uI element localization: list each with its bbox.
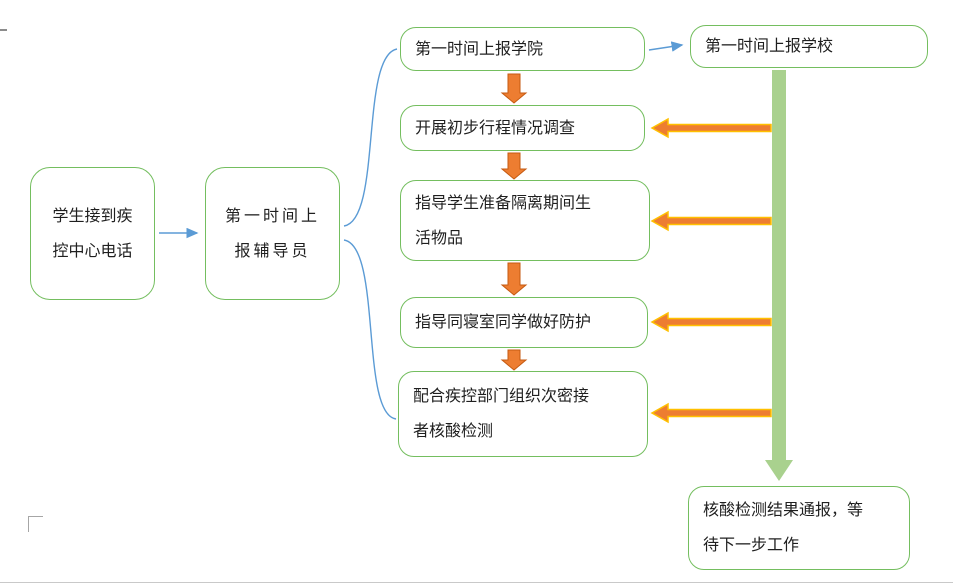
arrow-down-invest-to-supplies	[500, 152, 528, 180]
arrow-left-to-roommates	[650, 311, 772, 333]
arrow-college-to-school	[648, 41, 684, 52]
node-text-line: 核酸检测结果通报，等	[703, 502, 864, 519]
node-text-line: 指导同寝室同学做好防护	[415, 314, 592, 331]
text-boundary-corner-mark	[28, 516, 29, 532]
node-report-counselor: 第一时间上 报辅导员	[205, 167, 340, 300]
node-secondary-contact-testing: 配合疾控部门组织次密接 者核酸检测	[398, 371, 648, 457]
node-text-line: 控中心电话	[52, 242, 133, 260]
node-report-school: 第一时间上报学校	[690, 25, 928, 68]
arrow-left-to-supplies	[650, 210, 772, 232]
text-boundary-corner-mark	[28, 516, 43, 517]
node-text-line: 活物品	[415, 229, 464, 247]
node-student-receives-call: 学生接到疾 控中心电话	[30, 167, 155, 300]
node-text-line: 第一时间上报学院	[415, 40, 544, 58]
node-roommate-protection: 指导同寝室同学做好防护	[400, 297, 648, 348]
node-text-line: 学生接到疾	[52, 207, 133, 225]
arrow-down-college-to-invest	[500, 73, 528, 104]
page-edge-line	[0, 582, 953, 583]
connector-counselor-to-testing	[343, 239, 397, 420]
node-text-line: 第一时间上	[224, 207, 320, 225]
node-text-line: 配合疾控部门组织次密接	[413, 388, 590, 405]
node-text-line: 第一时间上报学校	[705, 38, 834, 55]
node-text-line: 者核酸检测	[413, 423, 494, 440]
node-test-result-notice: 核酸检测结果通报，等 待下一步工作	[688, 486, 910, 570]
node-quarantine-supplies: 指导学生准备隔离期间生 活物品	[400, 180, 650, 261]
page-margin-tick	[0, 29, 7, 31]
node-itinerary-investigation: 开展初步行程情况调查	[400, 105, 645, 151]
node-text-line: 待下一步工作	[703, 537, 800, 554]
node-report-college: 第一时间上报学院	[400, 27, 645, 71]
node-text-line: 指导学生准备隔离期间生	[415, 194, 592, 212]
node-text-line: 报辅导员	[234, 242, 311, 260]
arrow-down-supplies-to-roommates	[500, 262, 528, 296]
connector-counselor-to-college	[343, 48, 398, 227]
arrow-left-to-testing	[650, 402, 772, 424]
arrow-green-school-to-result	[765, 70, 793, 481]
node-text-line: 开展初步行程情况调查	[415, 119, 576, 137]
arrow-left-to-invest	[650, 117, 772, 139]
arrow-down-roommates-to-testing	[500, 349, 528, 371]
